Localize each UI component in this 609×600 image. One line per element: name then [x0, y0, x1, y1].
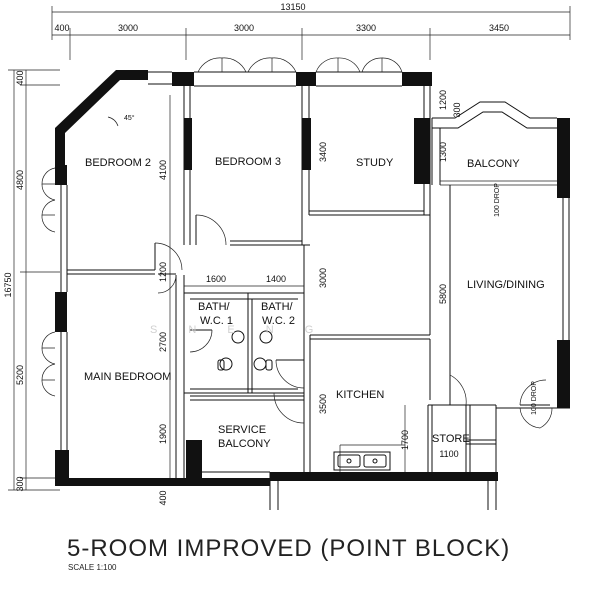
angle-label: 45°	[124, 114, 135, 122]
dim-inner-2: 1200	[158, 262, 168, 282]
dim-inner-5: 400	[158, 490, 168, 505]
scale-label: SCALE 1:100	[68, 563, 117, 572]
watermark: S N E N G	[150, 324, 327, 336]
dim-bath-2: 1400	[266, 274, 286, 284]
left-dimension-lines: 16750 400 4800 5200 300	[3, 69, 60, 492]
dim-mid-1: 3000	[318, 268, 328, 288]
label-balcony: BALCONY	[467, 158, 520, 170]
dim-top-1: 400	[54, 23, 69, 33]
label-bedroom-2: BEDROOM 2	[85, 157, 151, 169]
dim-top-2: 3000	[118, 23, 138, 33]
dim-inner-1: 4100	[158, 160, 168, 180]
dim-left-2: 4800	[15, 170, 25, 190]
interior-dimensions: 4100 1200 2700 1900 400 1600 1400 3400 1…	[107, 90, 538, 506]
dim-bath-1: 1600	[206, 274, 226, 284]
exterior-walls	[55, 70, 570, 510]
dim-top-5: 3450	[489, 23, 509, 33]
dim-left-1: 400	[15, 70, 25, 85]
dim-overall-width: 13150	[280, 2, 305, 12]
dim-top-4: 3300	[356, 23, 376, 33]
kitchen-sink	[333, 451, 391, 471]
label-service-line2: BALCONY	[218, 438, 271, 450]
room-labels: BEDROOM 2 BEDROOM 3 STUDY BALCONY LIVING…	[84, 156, 545, 450]
dim-left-overall: 16750	[3, 272, 13, 297]
dim-mid-2: 3500	[318, 394, 328, 414]
drop-label-top: 100 DROP	[494, 183, 501, 217]
dim-bed3-depth: 3400	[318, 142, 328, 162]
doors	[154, 214, 553, 429]
bath-fixtures	[217, 330, 273, 371]
label-kitchen: KITCHEN	[336, 389, 384, 401]
dim-inner-3: 2700	[158, 332, 168, 352]
dim-study-2: 1300	[438, 142, 448, 162]
dim-store-width: 1100	[439, 449, 458, 459]
dim-left-3: 5200	[15, 365, 25, 385]
dim-living-depth: 5800	[438, 284, 448, 304]
label-bath-1-line2: W.C. 1	[200, 315, 233, 327]
dim-balcony-rise: 300	[452, 102, 462, 117]
drop-label-right: 100 DROP	[531, 381, 538, 415]
bay-balcony	[431, 101, 557, 186]
top-dimension-lines: 13150 400 3000 3000 3300 3450	[51, 2, 571, 60]
dim-top-3: 3000	[234, 23, 254, 33]
label-main-bedroom: MAIN BEDROOM	[84, 371, 171, 383]
casement-windows	[41, 57, 403, 397]
label-store: STORE	[432, 433, 470, 445]
label-bath-2-line2: W.C. 2	[262, 315, 295, 327]
dim-inner-4: 1900	[158, 424, 168, 444]
interior-walls	[67, 86, 497, 480]
angle-arc	[107, 116, 119, 127]
plan-title: 5-ROOM IMPROVED (POINT BLOCK)	[67, 535, 510, 562]
label-bedroom-3: BEDROOM 3	[215, 156, 281, 168]
dim-left-4: 300	[15, 476, 25, 491]
dim-kitchen-store: 1700	[400, 430, 410, 450]
label-study: STUDY	[356, 157, 394, 169]
label-living-dining: LIVING/DINING	[467, 279, 545, 291]
label-bath-2-line1: BATH/	[261, 301, 294, 313]
label-bath-1-line1: BATH/	[198, 301, 231, 313]
dim-study-1: 1200	[438, 90, 448, 110]
label-service-line1: SERVICE	[218, 424, 266, 436]
